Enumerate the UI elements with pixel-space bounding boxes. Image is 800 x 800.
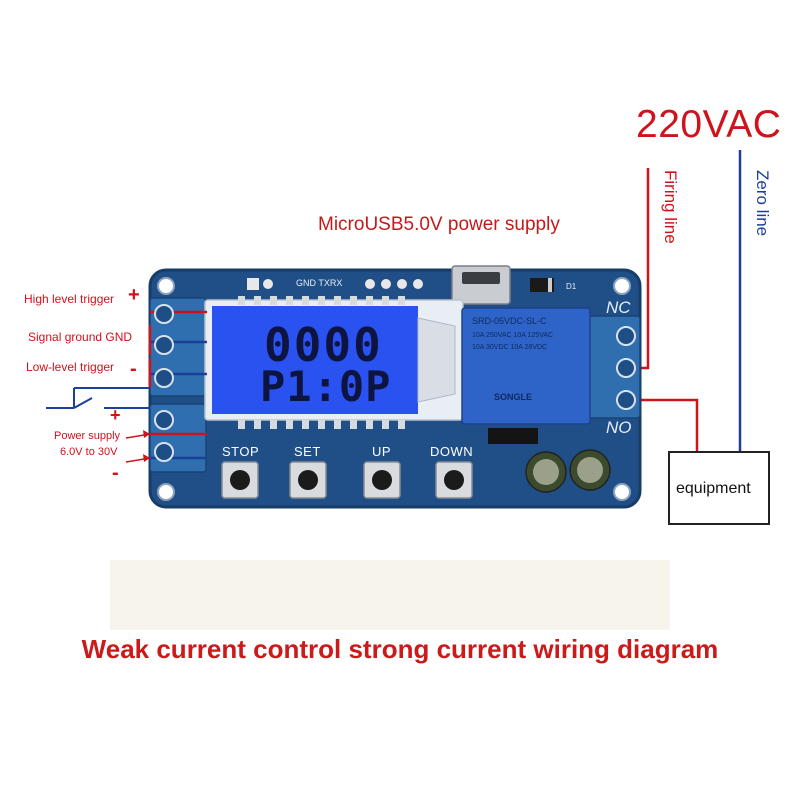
equipment-label: equipment (676, 480, 751, 497)
header-label: GND TXRX (296, 278, 343, 288)
up-button-label: UP (372, 444, 392, 459)
usb-power-label: MicroUSB5.0V power supply (318, 214, 560, 235)
header-pins (247, 278, 423, 290)
relay-model-label: SRD-05VDC-SL-C (472, 316, 547, 326)
diagram-caption: Weak current control strong current wiri… (81, 634, 719, 664)
relay (461, 307, 591, 425)
nc-label: NC (606, 298, 631, 317)
power-arrows (125, 430, 151, 463)
equipment-box (668, 451, 770, 525)
zero-line-label: Zero line (753, 170, 772, 237)
capacitor-top (577, 457, 603, 483)
relay-ac-rating: 10A 250VAC 10A 125VAC (472, 332, 554, 339)
voltage-range-label: 6.0V to 30V (60, 446, 118, 458)
high-trigger-label: High level trigger (24, 292, 115, 306)
lcd-pins-top (238, 296, 405, 305)
capacitor-top (533, 459, 559, 485)
smd-chip (488, 428, 538, 444)
mount-hole (157, 277, 175, 295)
lcd-program-digits: P1:0P (260, 362, 392, 411)
mount-hole (613, 483, 631, 501)
lcd-pins-bottom (238, 420, 405, 429)
board-shadow (110, 560, 670, 630)
power-supply-label: Power supply (54, 430, 121, 442)
low-trigger-minus: - (130, 358, 137, 380)
lcd-counter-digits: 0000 (264, 318, 383, 372)
terminal-screws (154, 304, 636, 462)
power-minus: - (112, 462, 119, 484)
power-voltage-label: 220VAC (636, 103, 782, 146)
mount-hole (157, 483, 175, 501)
stop-button-label: STOP (222, 444, 260, 459)
diode-band (548, 278, 552, 292)
firing-line-label: Firing line (661, 170, 680, 244)
low-trigger-label: Low-level trigger (26, 360, 115, 374)
diode-label: D1 (566, 282, 577, 291)
lcd-backlight-tab (417, 317, 456, 403)
no-output-wire (614, 398, 699, 452)
micro-usb-port (451, 265, 511, 305)
mount-hole (613, 277, 631, 295)
switch-plus: + (110, 405, 121, 425)
high-trigger-plus: + (128, 284, 140, 306)
micro-usb-opening (462, 272, 500, 284)
relay-brand: SONGLE (494, 392, 533, 402)
down-button-label: DOWN (430, 444, 474, 459)
signal-ground-label: Signal ground GND (28, 330, 133, 344)
left-wires (46, 310, 207, 460)
tactile-buttons (221, 461, 473, 499)
lcd-screen (212, 306, 418, 414)
relay-dc-rating: 10A 30VDC 10A 28VDC (472, 344, 548, 351)
no-label: NO (606, 418, 632, 437)
set-button-label: SET (294, 444, 321, 459)
